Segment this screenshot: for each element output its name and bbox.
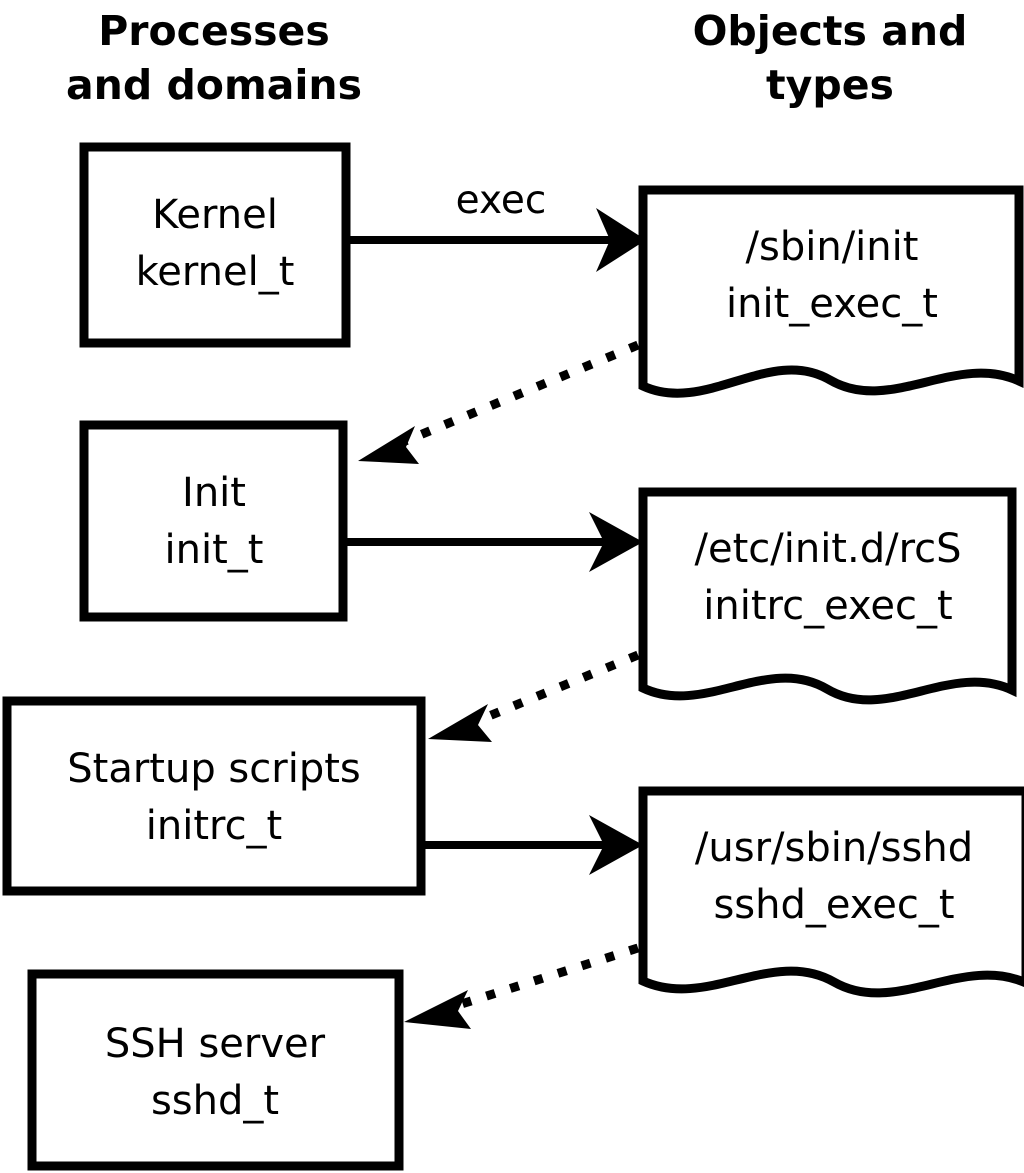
process-node-label-line2: initrc_t: [146, 803, 283, 849]
right-column-header-line1: Objects and: [693, 7, 968, 55]
process-node-box: [79, 420, 348, 622]
object-node-label-line2: initrc_exec_t: [703, 583, 952, 629]
process-node-initrc[interactable]: Startup scripts initrc_t: [2, 696, 426, 896]
process-node-label-line2: sshd_t: [151, 1078, 279, 1124]
right-column-header-line2: types: [766, 61, 894, 109]
process-node-label-line1: Kernel: [152, 192, 278, 238]
process-node-init[interactable]: Init init_t: [79, 420, 348, 622]
object-node-document-shape: [638, 487, 1017, 705]
edge-init-exec-transition-init: [358, 340, 640, 464]
edge-init-exec-initrc-exec: [347, 512, 643, 572]
object-node-init-exec[interactable]: /sbin/init init_exec_t: [638, 185, 1024, 398]
arrowhead: [589, 815, 643, 875]
arrowhead: [596, 208, 646, 272]
process-node-label-line2: init_t: [165, 527, 264, 573]
process-node-kernel[interactable]: Kernel kernel_t: [79, 142, 351, 348]
process-node-label-line2: kernel_t: [136, 249, 295, 295]
edge-initrc-exec-transition-initrc: [428, 650, 640, 742]
process-node-label-line1: Startup scripts: [67, 746, 360, 792]
object-node-initrc-exec[interactable]: /etc/init.d/rcS initrc_exec_t: [638, 487, 1017, 705]
edge-initrc-exec-sshd-exec: [425, 815, 643, 875]
object-node-label-line1: /sbin/init: [746, 224, 919, 270]
process-node-box: [27, 969, 404, 1171]
arrowhead: [589, 512, 643, 572]
object-node-label-line2: sshd_exec_t: [713, 882, 954, 928]
edge-line: [450, 943, 640, 1012]
arrowhead: [428, 704, 492, 742]
edge-sshd-exec-transition-sshd: [404, 943, 640, 1029]
arrowhead: [358, 426, 419, 464]
edge-kernel-exec-init-exec: exec: [350, 178, 646, 272]
process-node-box: [2, 696, 426, 896]
process-node-label-line1: Init: [182, 470, 246, 516]
edge-label-exec: exec: [456, 178, 547, 223]
right-column-header: Objects and types: [693, 7, 968, 109]
process-node-sshd[interactable]: SSH server sshd_t: [27, 969, 404, 1171]
object-node-label-line2: init_exec_t: [726, 281, 938, 327]
left-column-header-line2: and domains: [66, 61, 362, 109]
edge-line: [396, 340, 640, 449]
object-node-label-line1: /etc/init.d/rcS: [694, 526, 961, 572]
object-node-document-shape: [638, 185, 1024, 398]
left-column-header-line1: Processes: [98, 7, 330, 55]
object-node-document-shape: [638, 786, 1024, 998]
object-node-label-line1: /usr/sbin/sshd: [695, 825, 973, 871]
object-node-sshd-exec[interactable]: /usr/sbin/sshd sshd_exec_t: [638, 786, 1024, 998]
process-node-box: [79, 142, 351, 348]
edge-line: [470, 650, 640, 728]
left-column-header: Processes and domains: [66, 7, 362, 109]
process-node-label-line1: SSH server: [105, 1021, 326, 1067]
arrowhead: [404, 990, 471, 1029]
